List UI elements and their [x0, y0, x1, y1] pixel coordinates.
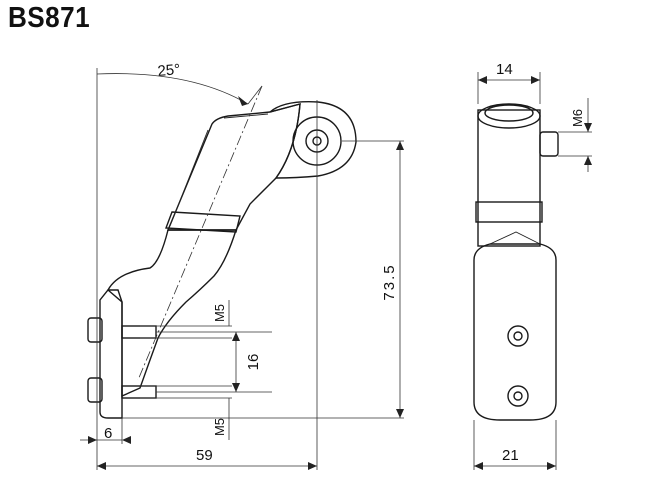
- hole-spacing-label: 16: [245, 354, 262, 371]
- top-width-label: 14: [496, 61, 513, 78]
- front-width-label: 21: [502, 447, 519, 464]
- front-view-bracket: [473, 103, 559, 421]
- side-view-bracket: [87, 101, 357, 419]
- model-title: BS871: [8, 2, 91, 34]
- angle-label: 25°: [157, 61, 181, 80]
- left-offset-label: 6: [104, 425, 112, 442]
- front-view-dimensions: [473, 72, 592, 470]
- lower-thread-label: M5: [212, 418, 227, 436]
- height-label: 73.5: [381, 263, 398, 300]
- upper-thread-label: M5: [212, 304, 227, 322]
- side-view-dimensions: [80, 68, 404, 470]
- total-length-label: 59: [196, 447, 213, 464]
- side-thread-label: M6: [570, 109, 585, 127]
